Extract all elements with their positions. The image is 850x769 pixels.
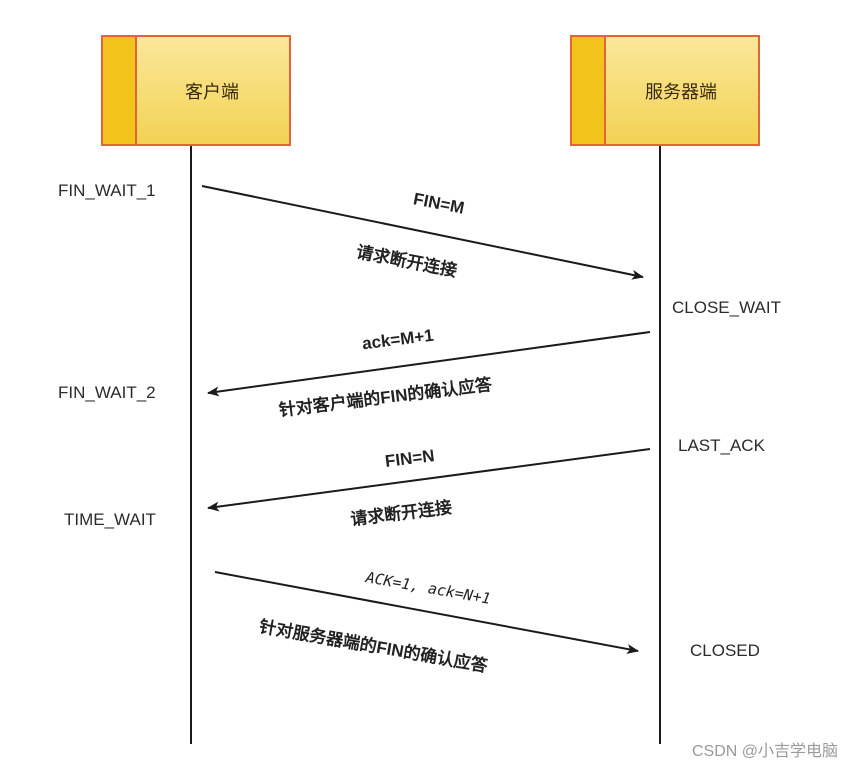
server-label: 服务器端 bbox=[645, 81, 717, 102]
client-box-stripe bbox=[103, 37, 137, 144]
server-state-closed: CLOSED bbox=[690, 641, 760, 660]
server-state-close-wait: CLOSE_WAIT bbox=[672, 298, 781, 317]
arrow-ack-n1 bbox=[214, 571, 639, 654]
client-state-fin-wait-1: FIN_WAIT_1 bbox=[58, 181, 156, 200]
server-lifeline bbox=[659, 146, 661, 744]
arrow-fin-n bbox=[207, 448, 651, 512]
server-box: 服务器端 bbox=[570, 35, 760, 146]
server-state-last-ack: LAST_ACK bbox=[678, 436, 765, 455]
arrow-ack-m1 bbox=[207, 331, 651, 397]
client-lifeline bbox=[190, 146, 192, 744]
server-box-stripe bbox=[572, 37, 606, 144]
client-label: 客户端 bbox=[185, 81, 239, 102]
client-state-fin-wait-2: FIN_WAIT_2 bbox=[58, 383, 156, 402]
client-state-time-wait: TIME_WAIT bbox=[64, 510, 156, 529]
watermark: CSDN @小吉学电脑 bbox=[691, 743, 838, 760]
arrow-fin-m bbox=[201, 185, 644, 280]
client-box: 客户端 bbox=[101, 35, 291, 146]
